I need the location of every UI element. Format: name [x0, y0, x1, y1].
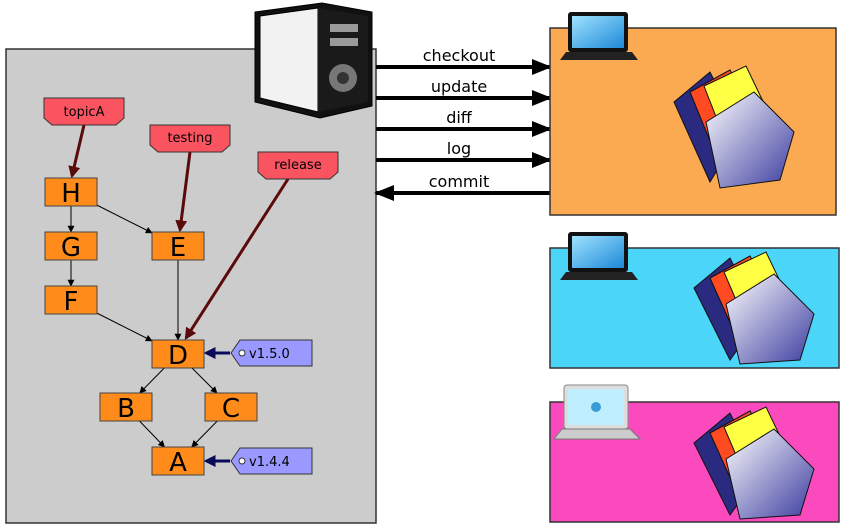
pointer-topica [68, 124, 86, 179]
ref-pointers [68, 124, 290, 467]
commit-node-h: H [44, 177, 98, 209]
edge-c-a [191, 420, 218, 448]
op-label-commit: commit [429, 172, 489, 191]
commit-label-f: F [64, 287, 79, 317]
pointer-release [184, 178, 290, 341]
commit-node-g: G [44, 231, 98, 263]
op-label-checkout: checkout [423, 46, 495, 65]
commit-label-c: C [222, 394, 240, 424]
branch-flag-testing: testing [149, 124, 231, 153]
edge-b-a [139, 420, 166, 448]
edge-f-d [96, 312, 153, 342]
tag-v1-5-0: v1.5.0 [230, 339, 313, 367]
folder-icon [673, 65, 795, 189]
commit-node-a: A [151, 446, 205, 478]
commit-label-h: H [61, 179, 81, 209]
commit-label-d: D [168, 341, 188, 371]
operations: checkout update diff log commit [374, 46, 552, 201]
branch-label-testing: testing [167, 131, 212, 146]
commit-node-e: E [151, 231, 205, 263]
laptop-icon [560, 232, 638, 280]
commit-node-d: D [151, 339, 205, 371]
branch-flag-release: release [257, 151, 339, 180]
tag-v1-4-4: v1.4.4 [230, 447, 313, 475]
op-label-update: update [431, 77, 487, 96]
commit-edges [67, 204, 218, 448]
commit-label-a: A [169, 448, 187, 478]
laptop-icon [560, 12, 638, 60]
commit-label-g: G [61, 233, 81, 263]
branch-label-topica: topicA [64, 105, 105, 120]
op-label-log: log [447, 139, 471, 158]
edge-d-b [139, 367, 165, 394]
commit-node-c: C [204, 392, 258, 424]
server-icon [254, 2, 373, 119]
op-label-diff: diff [446, 108, 473, 127]
branch-flag-topica: topicA [43, 97, 125, 126]
macbook-icon [552, 384, 642, 440]
commit-label-b: B [117, 394, 135, 424]
commit-node-f: F [44, 285, 98, 317]
tag-label-v1-4-4: v1.4.4 [249, 455, 290, 470]
edge-d-c [191, 367, 218, 394]
edge-h-e [96, 204, 153, 234]
branch-label-release: release [274, 158, 321, 173]
folder-icon [693, 406, 815, 520]
pointer-testing [175, 151, 192, 233]
commit-node-b: B [99, 392, 153, 424]
folder-icon [693, 251, 815, 365]
tag-label-v1-5-0: v1.5.0 [249, 347, 290, 362]
commit-label-e: E [170, 233, 186, 263]
